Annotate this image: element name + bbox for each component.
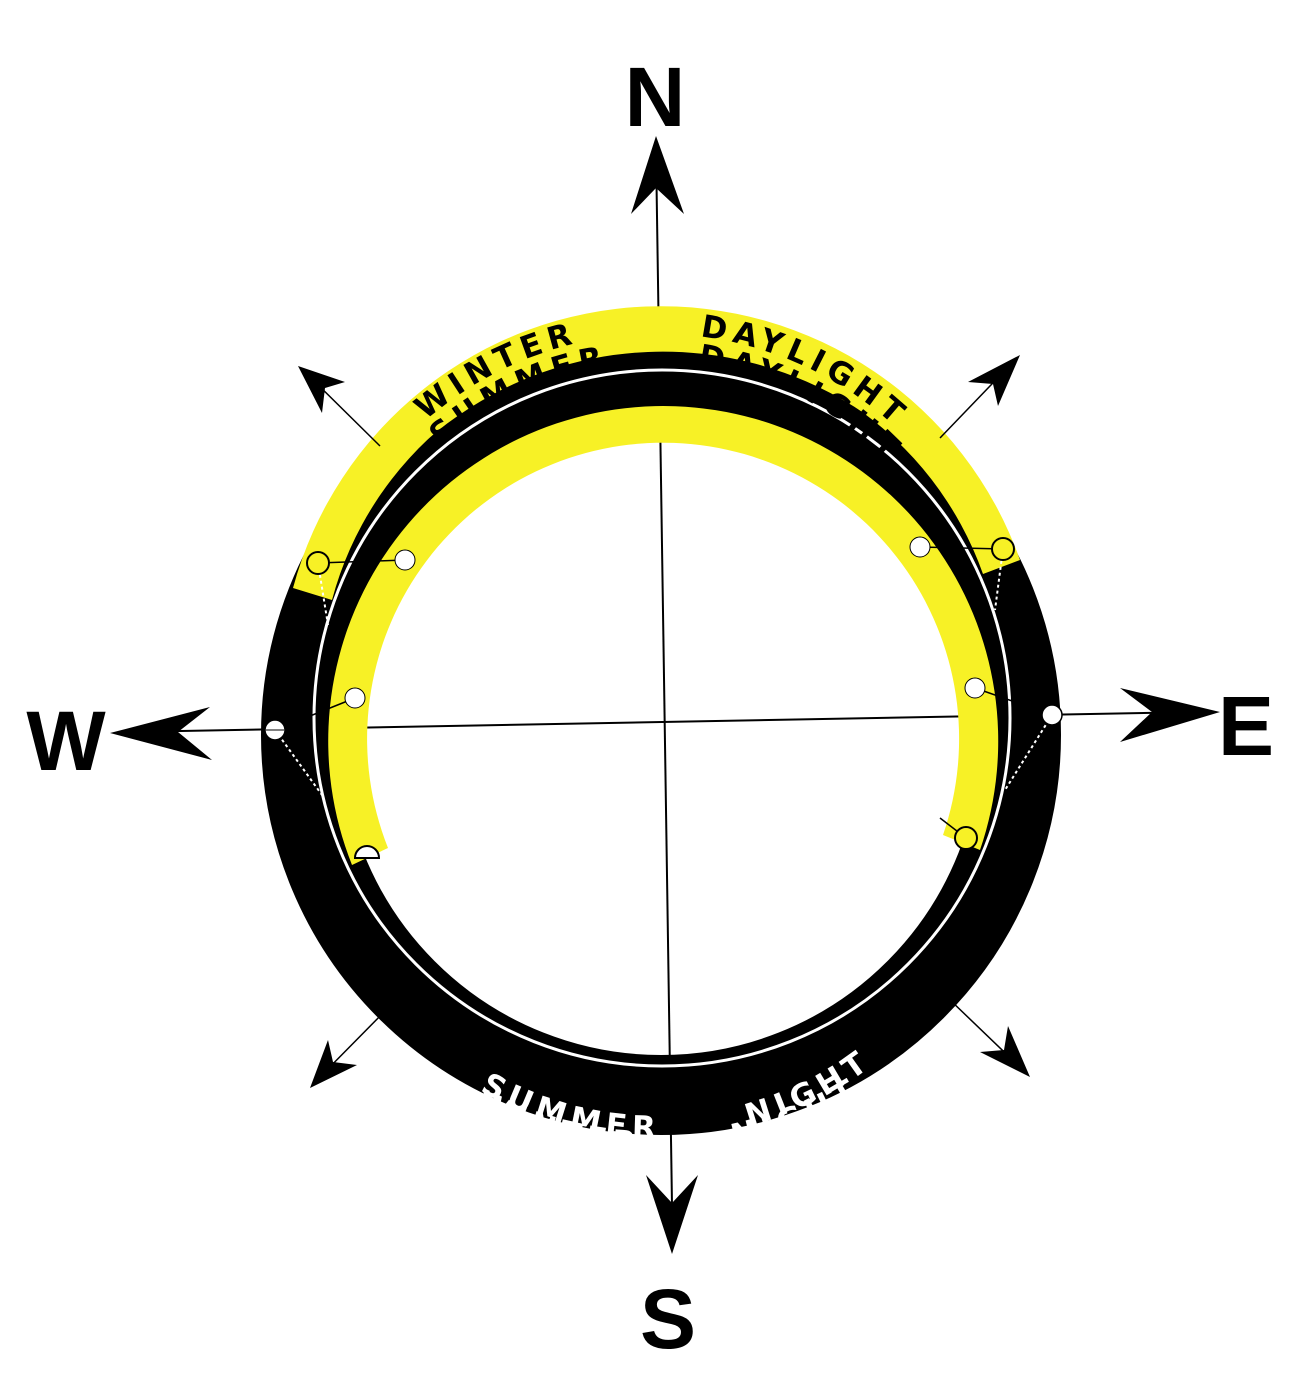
west-label: W: [26, 694, 106, 788]
northwest-arrow-icon: [298, 366, 345, 413]
northeast-arrow-icon: [968, 355, 1020, 406]
north-label: N: [625, 50, 686, 144]
west-arrow-icon: [110, 707, 212, 760]
sun-marker-icon: [1041, 704, 1063, 726]
compass-arrows: [110, 136, 1220, 1254]
night-band: [261, 335, 1061, 1135]
east-arrow-icon: [1120, 688, 1220, 742]
winter-daylight-band: [293, 306, 1020, 600]
sun-marker-icon: [954, 826, 978, 850]
sun-marker-icon: [909, 536, 931, 558]
sun-marker-icon: [353, 845, 381, 859]
sun-markers: [264, 536, 1063, 859]
south-label: S: [640, 1272, 696, 1366]
east-label: E: [1218, 679, 1274, 773]
intercardinal-arrows: [298, 355, 1030, 1088]
sun-marker-icon: [394, 549, 416, 571]
sun-marker-icon: [344, 687, 366, 709]
sun-marker-icon: [991, 537, 1015, 561]
south-arrow-icon: [646, 1175, 698, 1254]
sun-marker-icon: [306, 551, 330, 575]
ring-separator: [312, 368, 1012, 1068]
north-arrow-icon: [631, 136, 684, 214]
southwest-arrow-icon: [310, 1040, 357, 1088]
sun-marker-icon: [964, 677, 986, 699]
southeast-arrow-icon: [980, 1026, 1030, 1077]
